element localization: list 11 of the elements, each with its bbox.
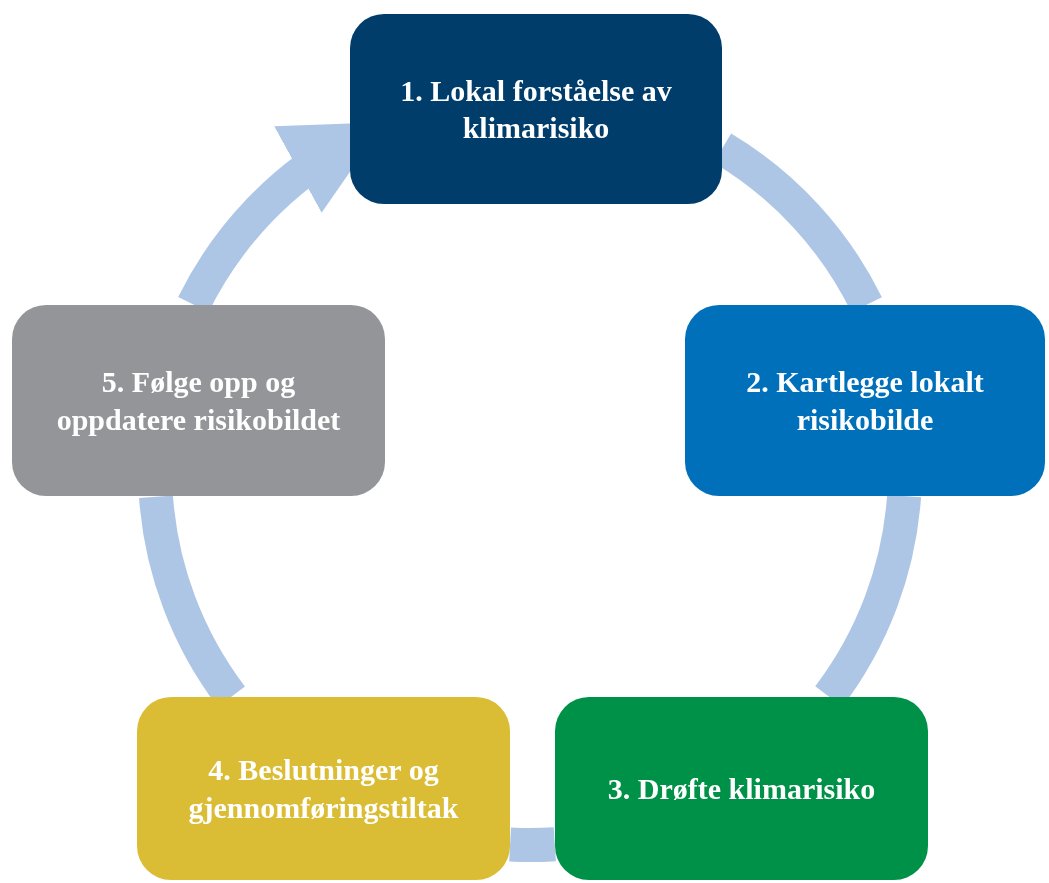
cycle-arc — [509, 827, 556, 862]
step-box — [12, 305, 385, 496]
step-label: 1. Lokal forståelse av klimarisiko — [399, 72, 673, 146]
step-box — [350, 14, 722, 204]
step-label: 4. Beslutninger og gjennomføringstiltak — [187, 752, 460, 826]
step-box — [137, 697, 510, 880]
step-label: 3. Drøfte klimarisiko — [607, 770, 876, 807]
step-box — [685, 305, 1045, 496]
step-label: 5. Følge opp og oppdatere risikobildet — [55, 364, 342, 438]
step-box — [555, 697, 928, 880]
step-label: 2. Kartlegge lokalt risikobilde — [745, 364, 985, 438]
